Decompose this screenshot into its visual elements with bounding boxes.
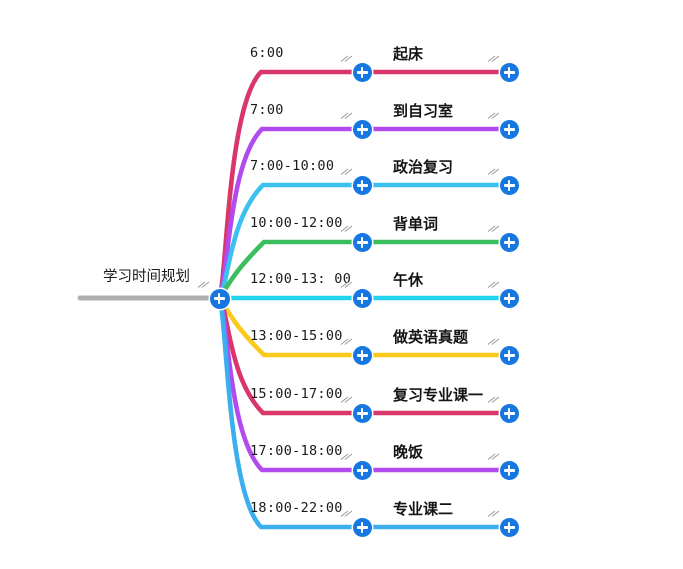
branch-task-label: 到自习室	[393, 102, 454, 120]
add-node-button[interactable]	[499, 517, 519, 537]
add-node-button[interactable]	[499, 62, 519, 82]
branch-time-label: 17:00-18:00	[250, 443, 343, 459]
add-node-button[interactable]	[352, 288, 372, 308]
branch-task-label: 午休	[393, 271, 424, 289]
branch-time-label: 7:00-10:00	[250, 158, 335, 174]
add-node-button[interactable]	[499, 288, 519, 308]
add-node-button[interactable]	[352, 119, 372, 139]
add-node-button[interactable]	[499, 403, 519, 423]
add-node-button[interactable]	[352, 403, 372, 423]
resize-handle-icon[interactable]	[340, 508, 354, 519]
branch-time-label: 7:00	[250, 102, 284, 118]
resize-handle-icon[interactable]	[340, 451, 354, 462]
add-node-button[interactable]	[499, 119, 519, 139]
resize-handle-icon[interactable]	[487, 110, 501, 121]
add-node-button[interactable]	[352, 460, 372, 480]
resize-handle-icon[interactable]	[487, 451, 501, 462]
branch-task-label: 政治复习	[393, 158, 454, 176]
branch-task-label: 晚饭	[393, 443, 424, 461]
resize-handle-icon[interactable]	[487, 508, 501, 519]
branch-time-label: 12:00-13: 00	[250, 271, 352, 287]
branch-task-label: 复习专业课一	[393, 386, 484, 404]
add-node-button[interactable]	[499, 175, 519, 195]
root-node-label: 学习时间规划	[103, 269, 190, 285]
root-resize-handle-icon[interactable]	[197, 279, 211, 290]
branch-task-label: 专业课二	[393, 500, 454, 518]
add-node-button[interactable]	[352, 232, 372, 252]
resize-handle-icon[interactable]	[487, 394, 501, 405]
add-node-button[interactable]	[352, 517, 372, 537]
resize-handle-icon[interactable]	[487, 53, 501, 64]
resize-handle-icon[interactable]	[340, 166, 354, 177]
branch-time-label: 13:00-15:00	[250, 328, 343, 344]
branch-time-label: 15:00-17:00	[250, 386, 343, 402]
resize-handle-icon[interactable]	[487, 336, 501, 347]
add-node-button[interactable]	[499, 232, 519, 252]
resize-handle-icon[interactable]	[340, 223, 354, 234]
branch-task-label: 背单词	[393, 215, 439, 233]
branch-time-label: 6:00	[250, 45, 284, 61]
add-node-button[interactable]	[352, 345, 372, 365]
branch-time-label: 10:00-12:00	[250, 215, 343, 231]
branch-time-label: 18:00-22:00	[250, 500, 343, 516]
add-node-button[interactable]	[499, 345, 519, 365]
branch-task-label: 做英语真题	[393, 328, 469, 346]
resize-handle-icon[interactable]	[340, 53, 354, 64]
add-node-button[interactable]	[499, 460, 519, 480]
branch-task-label: 起床	[393, 45, 424, 63]
add-node-button[interactable]	[352, 175, 372, 195]
resize-handle-icon[interactable]	[340, 336, 354, 347]
add-node-button[interactable]	[352, 62, 372, 82]
resize-handle-icon[interactable]	[487, 166, 501, 177]
resize-handle-icon[interactable]	[487, 223, 501, 234]
resize-handle-icon[interactable]	[487, 279, 501, 290]
resize-handle-icon[interactable]	[340, 394, 354, 405]
resize-handle-icon[interactable]	[340, 110, 354, 121]
root-add-node-button[interactable]	[209, 288, 230, 309]
